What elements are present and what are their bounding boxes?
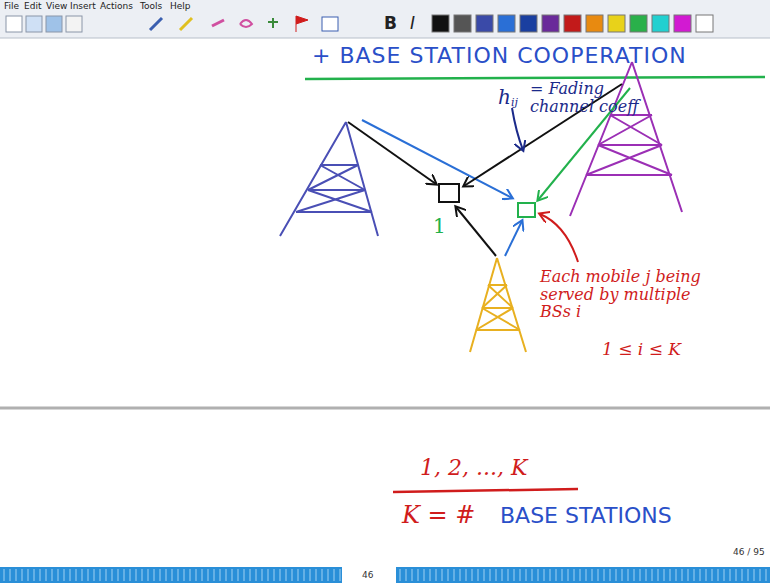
channel-subscript: ij xyxy=(511,97,518,109)
base-station-tower xyxy=(470,258,526,352)
base-station-tower xyxy=(280,122,378,236)
color-swatch xyxy=(454,15,471,32)
menu-item: Actions xyxy=(100,2,133,12)
slide-title: + BASE STATION COOPERATION xyxy=(312,44,687,68)
leader-line xyxy=(512,108,523,150)
color-swatches xyxy=(432,15,713,32)
color-swatch xyxy=(586,15,603,32)
color-swatch xyxy=(520,15,537,32)
toolbar-icons xyxy=(6,16,338,32)
scroll-bar xyxy=(0,567,342,583)
color-swatch xyxy=(696,15,713,32)
menu-item: Tools xyxy=(140,2,162,12)
page-number: 46 xyxy=(362,571,373,581)
menu-item: Insert xyxy=(70,2,96,12)
menu-item: Help xyxy=(170,2,191,12)
color-swatch xyxy=(652,15,669,32)
mobile-station xyxy=(518,203,535,217)
color-swatch xyxy=(542,15,559,32)
channel-symbol: h xyxy=(498,86,511,108)
color-swatch xyxy=(498,15,515,32)
definition-text: BASE STATIONS xyxy=(500,504,672,528)
callout-note: Each mobile j being served by multiple B… xyxy=(540,268,715,321)
mobile-number: 1 xyxy=(433,215,446,237)
color-swatch xyxy=(630,15,647,32)
toolbar xyxy=(0,0,770,38)
channel-note: = Fading channel coeff xyxy=(530,80,660,115)
page-counter: 46 / 95 xyxy=(733,548,765,558)
color-swatch xyxy=(674,15,691,32)
mobile-station: 1 xyxy=(438,183,460,203)
bold-button: B xyxy=(384,14,397,33)
menu-item: File xyxy=(4,2,19,12)
index-list: 1, 2, ..., K xyxy=(420,456,527,480)
leader-line xyxy=(540,214,578,262)
italic-button: I xyxy=(410,14,415,33)
callout-range: 1 ≤ i ≤ K xyxy=(602,340,681,359)
definition-symbol: K = # xyxy=(402,502,475,528)
scroll-bar xyxy=(396,567,770,583)
title-underline xyxy=(305,77,765,79)
color-swatch xyxy=(432,15,449,32)
menu-item: Edit xyxy=(24,2,41,12)
color-swatch xyxy=(476,15,493,32)
color-swatch xyxy=(564,15,581,32)
color-swatch xyxy=(608,15,625,32)
page-separator xyxy=(0,407,770,410)
menu-item: View xyxy=(46,2,67,12)
underline xyxy=(393,489,578,492)
